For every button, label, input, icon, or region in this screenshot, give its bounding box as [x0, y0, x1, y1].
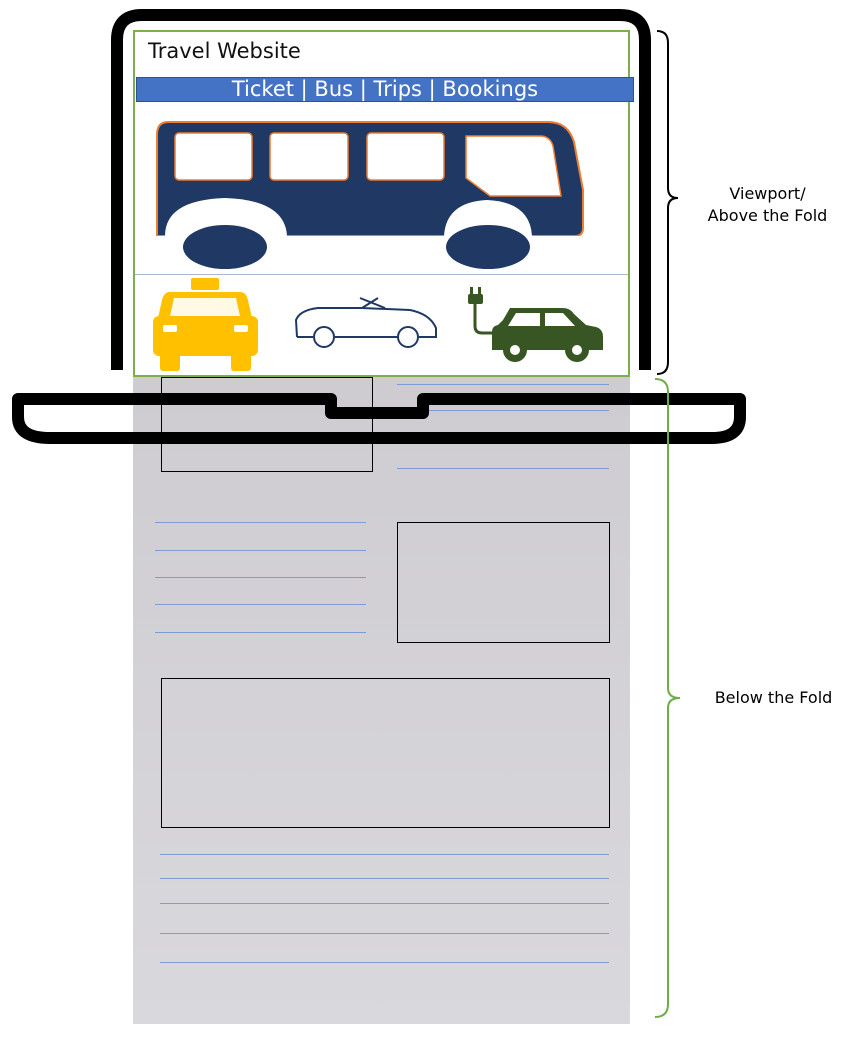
navigation-bar[interactable]: Ticket | Bus | Trips | Bookings — [136, 77, 634, 102]
section-divider — [135, 274, 628, 275]
placeholder-text-line — [397, 384, 609, 385]
placeholder-text-line — [155, 522, 366, 523]
below-fold-bracket — [654, 378, 681, 1018]
viewport-label: Viewport/ Above the Fold — [690, 183, 845, 227]
laptop-base — [12, 393, 746, 444]
placeholder-text-line — [160, 878, 609, 879]
viewport-bracket — [656, 30, 679, 375]
laptop-screen-frame — [111, 9, 651, 370]
placeholder-text-line — [160, 903, 609, 904]
placeholder-image-box-wide — [161, 678, 610, 828]
taxi-icon — [153, 278, 258, 371]
placeholder-text-line — [160, 854, 609, 855]
convertible-car-icon — [294, 297, 437, 348]
placeholder-text-line — [160, 933, 609, 934]
placeholder-text-line — [155, 632, 366, 633]
placeholder-image-box-right — [397, 522, 610, 643]
website-title: Travel Website — [148, 39, 301, 63]
placeholder-text-line — [155, 604, 366, 605]
viewport-label-line1: Viewport/ — [729, 184, 806, 203]
placeholder-image-box-top — [161, 377, 373, 472]
electric-car-icon — [468, 287, 603, 362]
below-fold-label: Below the Fold — [714, 688, 833, 707]
placeholder-text-line — [160, 962, 609, 963]
viewport-label-line2: Above the Fold — [707, 206, 828, 225]
placeholder-text-line — [155, 577, 366, 578]
placeholder-text-line — [397, 410, 609, 411]
placeholder-text-line — [155, 550, 366, 551]
bus-icon — [150, 121, 590, 272]
placeholder-text-line — [397, 468, 609, 469]
